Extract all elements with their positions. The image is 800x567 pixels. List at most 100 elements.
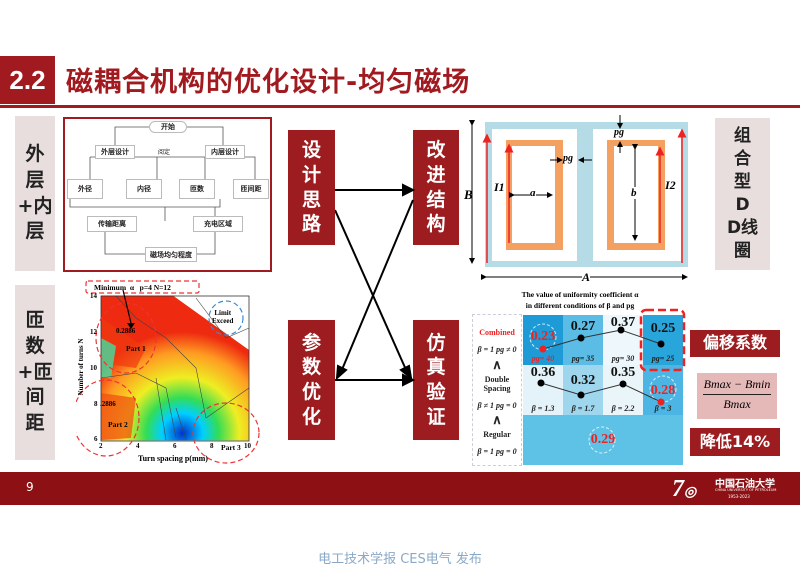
design-idea-box: 设计思路	[288, 130, 335, 245]
title-divider	[0, 105, 800, 108]
formula-denominator: Bmax	[723, 397, 751, 411]
box-char: 设	[301, 139, 321, 162]
part-3-label: Part 3	[221, 443, 241, 452]
box-char: 真	[426, 356, 446, 379]
row-combined-cond: β = 1 pg ≠ 0	[477, 345, 517, 354]
y-tick: 10	[90, 364, 97, 372]
min-value-1: 0.2886	[116, 327, 136, 335]
offset-formula: Bmax − Bmin Bmax	[697, 373, 777, 419]
dim-a: a	[530, 187, 536, 199]
box-char: 结	[426, 188, 446, 211]
flow-distance: 传输距离	[87, 216, 137, 232]
row-regular-cond: β = 1 pg = 0	[477, 447, 517, 456]
up-symbol: ∧	[492, 412, 502, 427]
label-text: 数	[25, 335, 45, 358]
cell-sub: pg= 25	[651, 354, 675, 363]
gap-pg: pg	[614, 127, 624, 138]
x-tick: 8	[210, 442, 214, 450]
process-arrows	[335, 183, 415, 387]
box-char: 路	[301, 213, 321, 236]
flow-param: 匝间距	[233, 179, 269, 199]
row-double: Double Spacing	[483, 375, 511, 393]
label-text: 组	[734, 126, 751, 147]
y-tick: 14	[90, 292, 97, 300]
current-I1: I1	[494, 180, 505, 194]
box-char: 仿	[426, 331, 446, 354]
label-text: 匝	[25, 309, 45, 332]
university-name: 中国石油大学	[715, 479, 775, 490]
contour-map	[76, 280, 260, 464]
cell-value: 0.35	[610, 365, 636, 380]
flow-param: 匝数	[179, 179, 215, 199]
cell-sub: β = 1.3	[531, 404, 555, 413]
flowchart-connectors	[69, 126, 256, 255]
row-header-panel	[472, 314, 522, 466]
row-double-cond: β ≠ 1 pg = 0	[477, 401, 517, 410]
flow-link-label: 阅定	[158, 149, 171, 156]
cell-value: 0.37	[610, 315, 636, 330]
flow-param: 外径	[67, 179, 103, 199]
cell-sub: β = 3	[654, 404, 672, 413]
flow-inner-design: 内层设计	[205, 145, 245, 159]
y-tick: 8	[94, 400, 98, 408]
x-tick: 2	[99, 442, 103, 450]
x-axis-label: Turn spacing p(mm)	[138, 454, 208, 463]
cell-sub: pg= 40	[531, 354, 555, 363]
formula-numerator: Bmax − Bmin	[703, 377, 771, 395]
parameter-optimization-box: 参数优化	[288, 320, 335, 440]
label-text: +匝	[17, 360, 53, 383]
dd-coil-diagram: B A I1 I2 a b pg pg	[462, 115, 692, 285]
box-char: 计	[301, 163, 321, 186]
flow-param: 内径	[126, 179, 162, 199]
dim-b: b	[631, 187, 637, 199]
row-combined: Combined	[479, 328, 515, 337]
cell-combined: 0.23 pg= 40	[523, 315, 563, 365]
flow-start: 开始	[149, 121, 187, 133]
improve-structure-box: 改进结构	[413, 130, 459, 245]
box-char: 验	[426, 381, 446, 403]
reduction-label: 降低14%	[690, 428, 780, 456]
section-number: 2.2	[0, 56, 55, 104]
label-text: 间	[25, 386, 45, 409]
min-value-2: .2886	[100, 400, 116, 408]
page-title: 磁耦合机构的优化设计-均匀磁场	[66, 67, 471, 98]
label-text: 型	[734, 172, 751, 193]
dim-A: A	[582, 270, 591, 285]
cell-sub: β = 1.7	[571, 404, 595, 413]
publisher-credit: 电工技术学报 CES电气 发布	[318, 552, 482, 567]
box-char: 构	[426, 213, 446, 236]
y-tick: 6	[94, 435, 98, 443]
gap-pg: pg	[563, 153, 573, 164]
coil-drawing	[469, 115, 688, 280]
cell-regular: 0.29	[523, 415, 683, 465]
label-text: 层	[25, 220, 45, 243]
page-number: 9	[26, 480, 34, 494]
cell-value: 0.27	[570, 319, 596, 334]
label-text: D	[735, 195, 750, 215]
flow-area: 充电区域	[193, 216, 243, 232]
title-line: in different conditions of β and pg	[525, 300, 635, 310]
box-char: 证	[426, 405, 446, 428]
cell-double: 0.28 β = 3	[643, 365, 683, 415]
trend-lines	[529, 308, 686, 454]
flow-outer-design: 外层设计	[95, 145, 135, 159]
anniversary-logo-icon: 7◎	[672, 476, 697, 502]
design-flowchart: 开始 外层设计 阅定 内层设计 外径 内径 匝数 匝间距 传输距离 充电区域 磁…	[63, 117, 272, 272]
cell-double: 0.32 β = 1.7	[563, 365, 603, 415]
cell-value: 0.23	[530, 329, 556, 344]
university-years: 1953-2023	[728, 494, 750, 499]
cell-value: 0.29	[590, 432, 616, 447]
label-text: 圈	[734, 240, 751, 261]
x-tick: 6	[173, 442, 177, 450]
y-axis-label: Number of turns N	[77, 338, 85, 396]
cell-value: 0.32	[570, 373, 596, 388]
label-text: D线	[726, 217, 759, 238]
x-tick: 4	[136, 442, 140, 450]
title-line: The value of uniformity coefficient α	[521, 290, 639, 299]
cell-value: 0.28	[650, 383, 676, 398]
